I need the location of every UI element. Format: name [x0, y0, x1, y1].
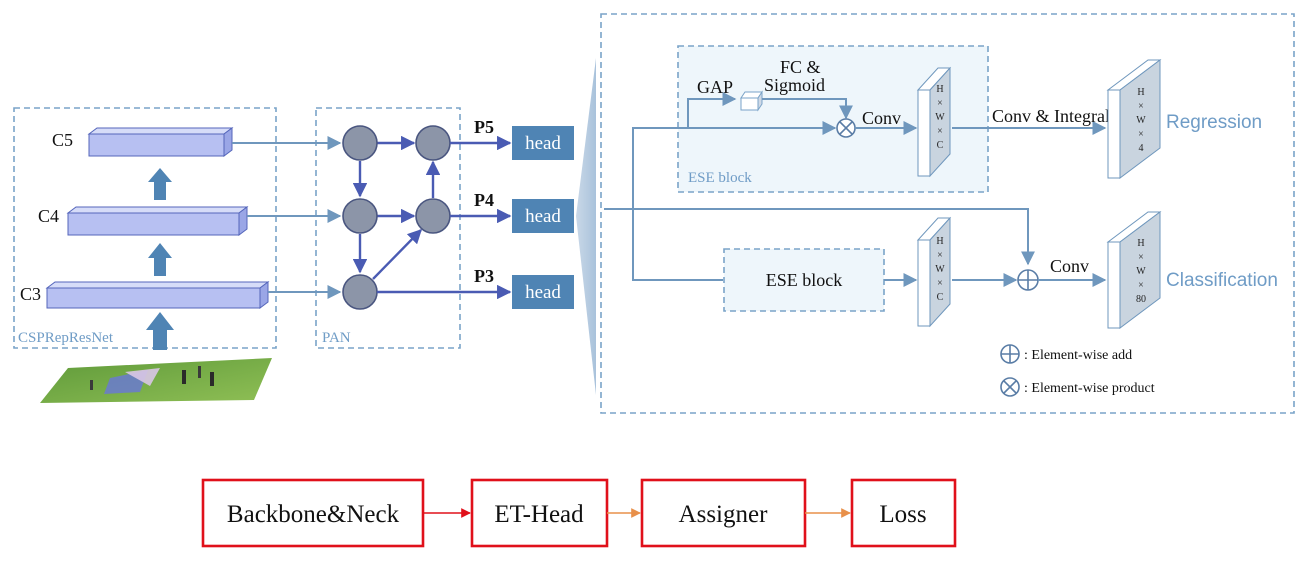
legend-product-label: : Element-wise product [1024, 381, 1155, 396]
tensor-dim: × [1138, 101, 1144, 112]
pan-node [342, 274, 378, 310]
sigmoid-arrow [762, 98, 853, 120]
backbone-box [13, 107, 277, 349]
level-label-c5: C5 [52, 130, 73, 150]
backbone-title: CSPRepResNet [18, 330, 114, 346]
backbone-section: CSPRepResNet C5 C4 C3 [13, 107, 277, 403]
pipeline: Backbone&Neck ET-Head Assigner Loss [201, 478, 957, 548]
tensor-dim: H [1137, 238, 1144, 249]
pipeline-step-loss [850, 478, 957, 548]
head-detail-box [600, 13, 1295, 414]
tensor-regression-dims: H × W × 4 [1136, 87, 1146, 154]
pan-node [415, 125, 451, 161]
tensor-classification [1106, 211, 1162, 329]
tensor-top [916, 66, 952, 178]
tensor-bottom [916, 216, 952, 328]
tensor-bottom-dims: H × W × C [935, 236, 945, 303]
tensor-dim: × [937, 278, 943, 289]
pan-node [415, 198, 451, 234]
level-label-c4: C4 [38, 206, 59, 226]
tensor-dim: × [937, 98, 943, 109]
zoom-funnel [576, 58, 596, 395]
tensor-classification-dims: H × W × 80 [1136, 238, 1146, 305]
tensor-dim: H [936, 84, 943, 95]
legend-product-icon [1000, 377, 1020, 397]
ese-bottom-label: ESE block [766, 270, 843, 290]
feature-bar-c3 [45, 281, 270, 309]
ese-top-label: ESE block [688, 170, 752, 186]
tensor-dim: W [935, 264, 945, 275]
product-icon [836, 118, 856, 138]
output-label-p5: P5 [474, 117, 494, 137]
regression-label: Regression [1166, 112, 1262, 133]
tensor-dim: H [1137, 87, 1144, 98]
tensor-dim: 80 [1136, 294, 1146, 305]
head-label-p3: head [525, 282, 561, 303]
pipeline-step-assigner [640, 478, 807, 548]
pipeline-step-label: ET-Head [494, 501, 584, 528]
head-box-p4 [512, 199, 574, 233]
tensor-dim: W [935, 112, 945, 123]
level-label-c3: C3 [20, 284, 41, 304]
head-box-p3 [512, 275, 574, 309]
input-image [40, 358, 272, 403]
head-label-p4: head [525, 206, 561, 227]
tensor-dim: H [936, 236, 943, 247]
up-arrow-icon [148, 243, 172, 276]
pan-edge [372, 228, 423, 280]
tensor-dim: × [937, 126, 943, 137]
head-label-p5: head [525, 133, 561, 154]
feature-bar-c5 [87, 127, 234, 157]
pipeline-step-label: Backbone&Neck [227, 501, 400, 528]
branch-line [632, 209, 723, 281]
gap-arrow [687, 92, 737, 128]
conv-label-top: Conv [862, 108, 901, 128]
pipeline-step-backbone-neck [201, 478, 425, 548]
head-detail-section: ESE block GAP FC & Sigmoid Conv [600, 13, 1295, 414]
tensor-dim: × [937, 250, 943, 261]
up-arrow-icon [148, 168, 172, 200]
conv-integral-label: Conv & Integral [992, 106, 1110, 126]
pan-box [315, 107, 461, 349]
skip-arrow [633, 208, 1035, 266]
tensor-dim: × [1138, 252, 1144, 263]
tensor-dim: × [1138, 129, 1144, 140]
fc-label-line2: Sigmoid [764, 75, 825, 95]
tensor-dim: W [1136, 266, 1146, 277]
tensor-dim: C [937, 292, 944, 303]
pipeline-step-label: Loss [879, 501, 926, 528]
add-icon [1017, 269, 1039, 291]
feature-bar-c4 [66, 206, 249, 236]
output-label-p3: P3 [474, 266, 494, 286]
trunk-line [604, 127, 688, 210]
legend-add-icon [1000, 344, 1020, 364]
gap-label: GAP [697, 77, 733, 97]
pan-title: PAN [322, 330, 351, 346]
tensor-dim: W [1136, 115, 1146, 126]
pipeline-step-et-head [470, 478, 609, 548]
classification-label: Classification [1166, 270, 1278, 291]
legend: : Element-wise add : Element-wise produc… [1000, 344, 1155, 397]
tensor-top-dims: H × W × C [935, 84, 945, 151]
pipeline-step-label: Assigner [679, 501, 769, 528]
tensor-dim: C [937, 140, 944, 151]
tensor-dim: × [1138, 280, 1144, 291]
legend-add-label: : Element-wise add [1024, 348, 1132, 363]
tensor-dim: 4 [1139, 143, 1144, 154]
up-arrow-icon [146, 312, 174, 350]
pan-section: PAN P5 P4 P3 head head head [232, 107, 574, 349]
fc-block [740, 90, 763, 112]
fc-label-line1: FC & [780, 57, 821, 77]
head-box-p5 [512, 126, 574, 160]
output-label-p4: P4 [474, 190, 494, 210]
conv-label-bottom: Conv [1050, 256, 1089, 276]
tensor-regression [1106, 59, 1162, 179]
pan-node [342, 198, 378, 234]
pan-node [342, 125, 378, 161]
